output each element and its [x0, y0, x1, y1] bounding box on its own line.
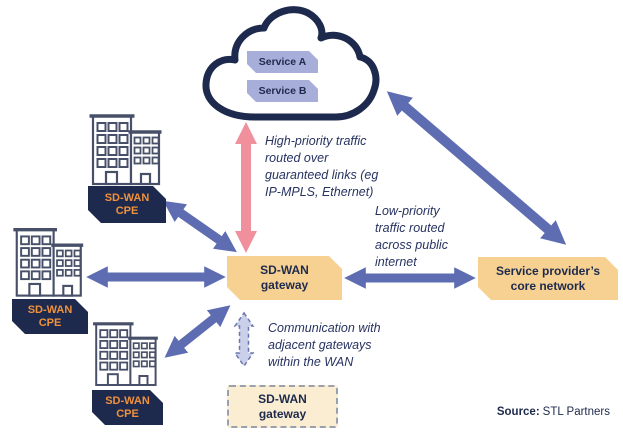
- note-line: routed over: [265, 151, 329, 165]
- building-icon: [87, 114, 164, 186]
- service-b-label: Service B: [258, 85, 307, 97]
- note-line: internet: [375, 255, 417, 269]
- adjacent-gateway-line2: gateway: [258, 406, 307, 421]
- arrow-adjacent-gateway-dashed: [233, 311, 255, 368]
- gateway-line2: gateway: [260, 278, 309, 292]
- arrow-cloud-core: [386, 91, 567, 245]
- cpe-label-bottom: SD-WAN CPE: [92, 390, 163, 425]
- note-line: guaranteed links (eg: [265, 168, 379, 182]
- core-network-box: Service provider’s core network: [478, 257, 618, 300]
- cpe-line2: CPE: [115, 204, 139, 217]
- service-a-label: Service A: [258, 56, 307, 68]
- note-line: across public: [375, 238, 448, 252]
- cpe-line2: CPE: [116, 407, 139, 420]
- cpe-line1: SD-WAN: [105, 394, 150, 407]
- source-text: STL Partners: [542, 406, 610, 418]
- core-line1: Service provider’s: [495, 263, 601, 278]
- building-icon: [11, 227, 85, 298]
- note-line: within the WAN: [268, 355, 354, 369]
- note-high-priority: High-priority traffic routed over guaran…: [265, 133, 410, 201]
- note-line: High-priority traffic: [265, 134, 367, 148]
- cpe-label-middle: SD-WAN CPE: [12, 299, 88, 334]
- cpe-line2: CPE: [38, 316, 62, 329]
- note-line: Low-priority: [375, 204, 440, 218]
- sdwan-gateway-box: SD-WAN gateway: [227, 256, 342, 300]
- note-adjacent-gateways: Communication with adjacent gateways wit…: [268, 320, 418, 371]
- service-a-box: Service A: [247, 51, 318, 73]
- cpe-line1: SD-WAN: [27, 303, 73, 316]
- adjacent-gateway-box: SD-WAN gateway: [227, 385, 338, 428]
- adjacent-gateway-line1: SD-WAN: [258, 391, 307, 406]
- note-low-priority: Low-priority traffic routed across publi…: [375, 203, 485, 271]
- service-b-box: Service B: [247, 80, 318, 102]
- cpe-label-top: SD-WAN CPE: [88, 186, 166, 223]
- source-label: Source:: [496, 406, 540, 418]
- gateway-line1: SD-WAN: [260, 263, 309, 277]
- note-line: adjacent gateways: [268, 338, 372, 352]
- note-line: traffic routed: [375, 221, 445, 235]
- arrow-cpe1-gateway: [163, 200, 237, 253]
- core-line2: core network: [510, 278, 586, 293]
- source-attribution: Source:STL Partners: [460, 406, 610, 418]
- cpe-line1: SD-WAN: [104, 191, 150, 204]
- arrow-cpe3-gateway: [164, 305, 231, 358]
- note-line: IP-MPLS, Ethernet): [265, 185, 374, 199]
- note-line: Communication with: [268, 321, 381, 335]
- building-icon: [91, 322, 160, 387]
